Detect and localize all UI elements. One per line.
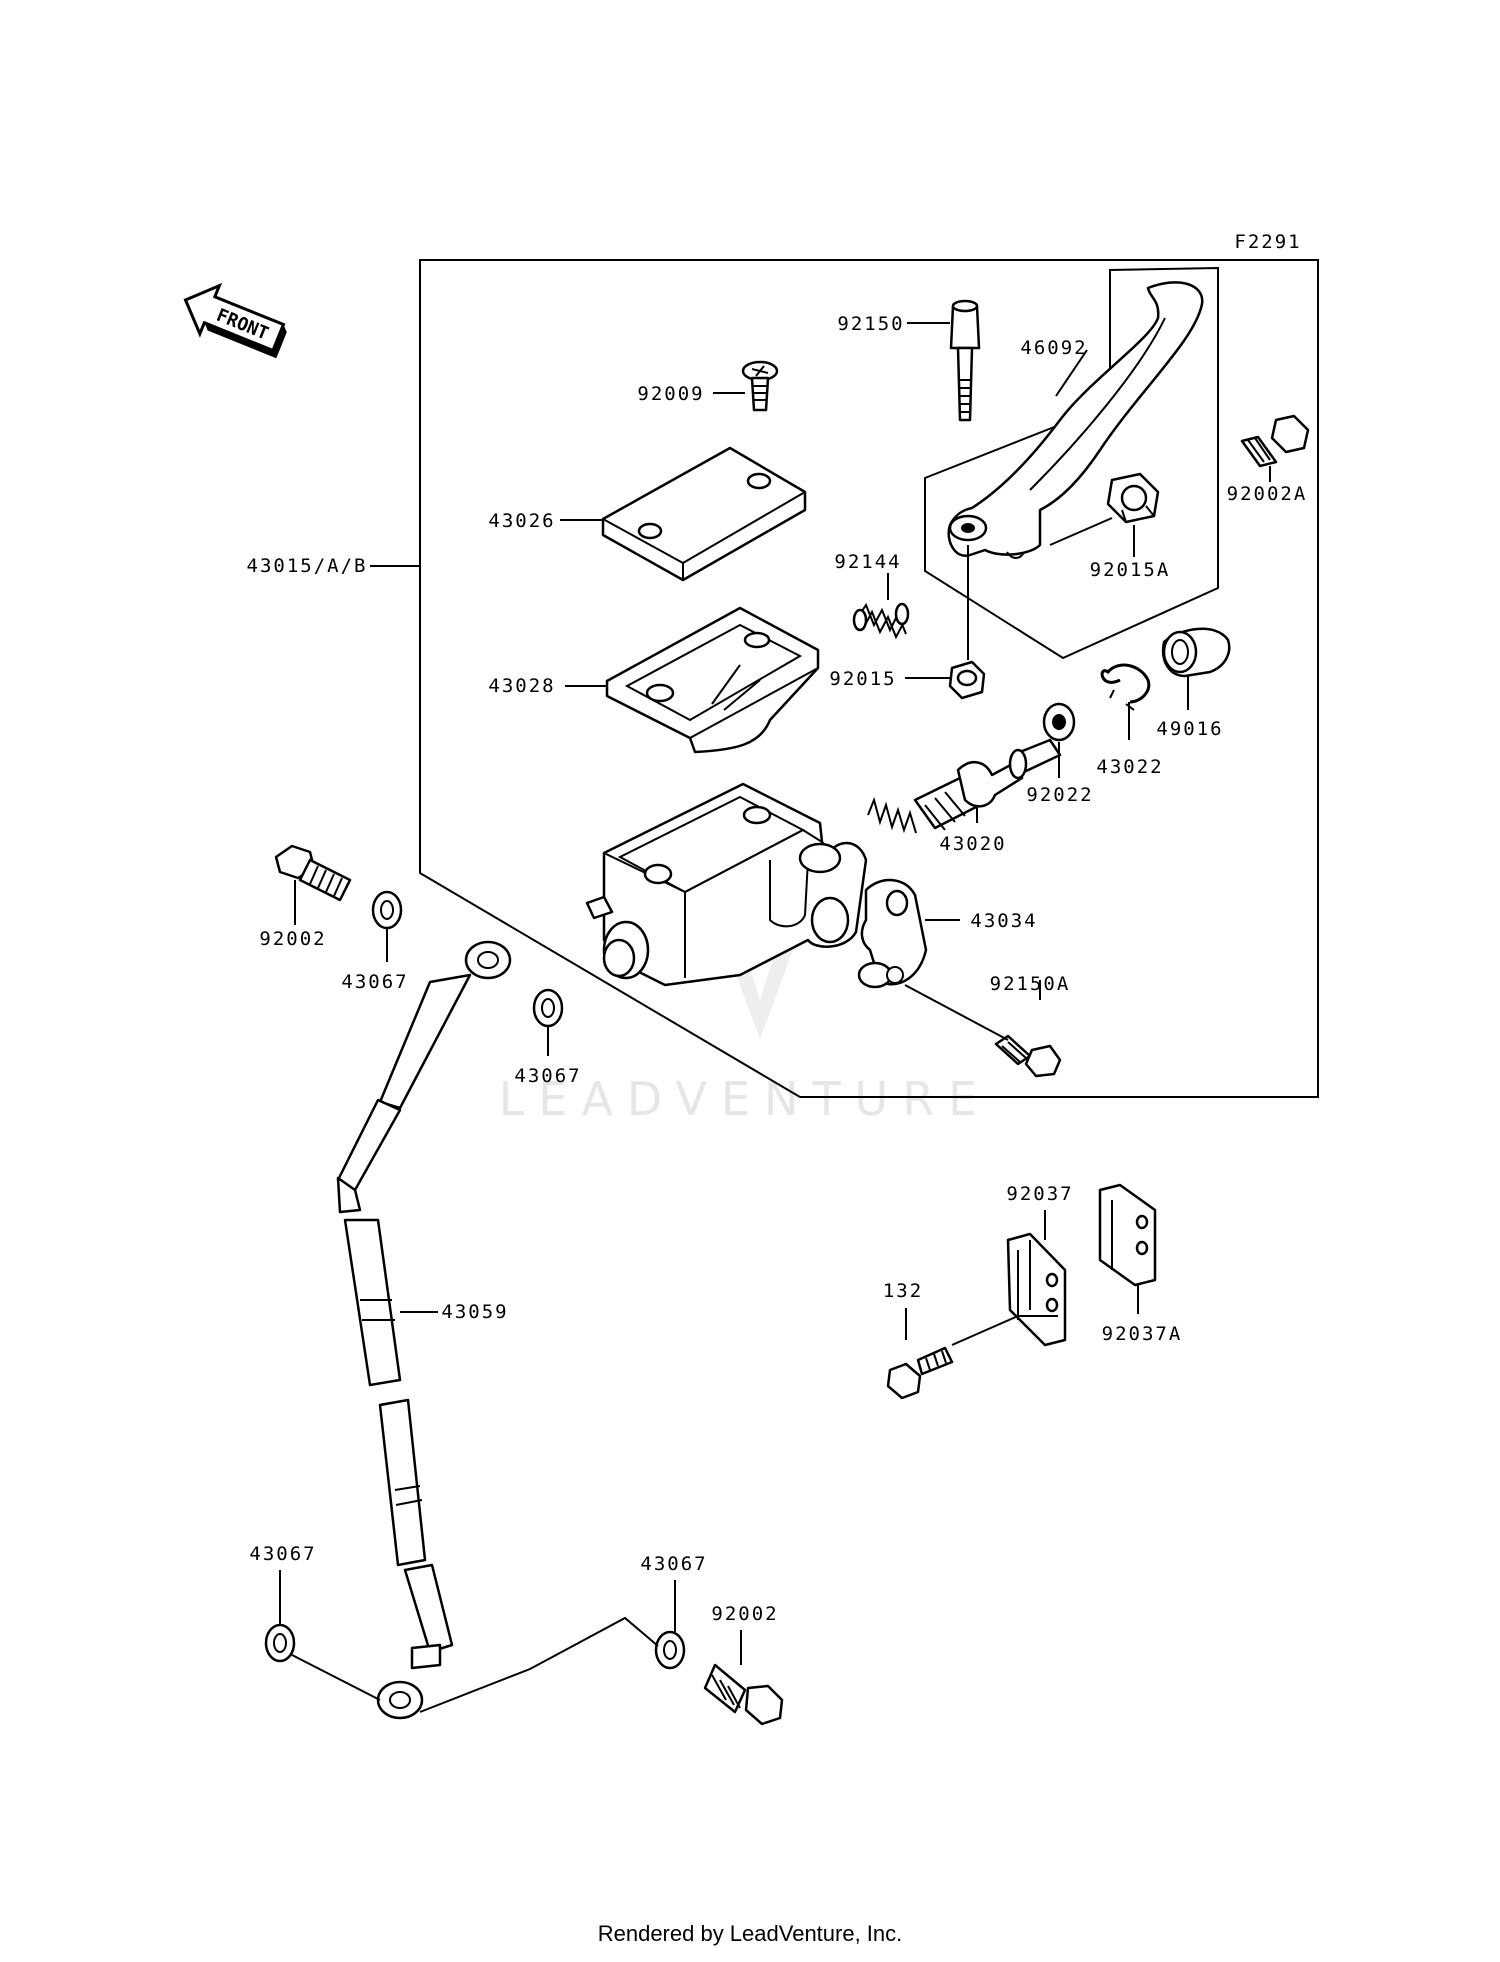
piston-43020 — [867, 738, 1062, 834]
nut-92015 — [948, 660, 986, 700]
bolt-92150 — [949, 299, 981, 422]
label-43067-c: 43067 — [249, 1543, 316, 1565]
washer-43067-d — [654, 1630, 686, 1670]
bolt-92002-bottom — [703, 1663, 784, 1726]
diaphragm-43028 — [605, 606, 820, 754]
label-92015: 92015 — [829, 668, 896, 690]
label-43067-a: 43067 — [341, 971, 408, 993]
washer-43067-c — [264, 1623, 296, 1663]
label-92037A: 92037A — [1102, 1323, 1183, 1345]
label-49016: 49016 — [1156, 718, 1223, 740]
label-43028: 43028 — [488, 675, 555, 697]
label-43020: 43020 — [939, 833, 1006, 855]
front-arrow-icon: FRONT — [183, 282, 287, 359]
bolt-92002-top — [274, 844, 352, 902]
leader-lines — [279, 322, 1271, 1713]
hose-43059 — [336, 940, 512, 1720]
nut-92015A — [1106, 472, 1160, 524]
label-92037: 92037 — [1006, 1183, 1073, 1205]
label-43015: 43015/A/B — [247, 555, 368, 577]
bracket-92037A — [1098, 1183, 1157, 1287]
figure-code: F2291 — [1234, 231, 1301, 253]
label-92015A: 92015A — [1090, 559, 1171, 581]
master-cylinder-body — [585, 782, 868, 987]
cap-43026 — [601, 446, 807, 582]
label-132: 132 — [883, 1280, 923, 1302]
footer-credit: Rendered by LeadVenture, Inc. — [597, 1921, 903, 1946]
label-43022: 43022 — [1096, 756, 1163, 778]
label-43067-b: 43067 — [514, 1065, 581, 1087]
label-92002A: 92002A — [1227, 483, 1308, 505]
washer-43067-a — [371, 890, 403, 930]
circlip-43022 — [1100, 663, 1151, 711]
lever-46092 — [924, 266, 1219, 660]
label-43067-d: 43067 — [640, 1553, 707, 1575]
label-92150A: 92150A — [990, 973, 1071, 995]
part-labels: 92150 46092 92009 92002A 43026 43015/A/B… — [247, 313, 1308, 1625]
label-92150: 92150 — [837, 313, 904, 335]
clamp-43034 — [857, 878, 928, 989]
bracket-92037 — [1006, 1232, 1067, 1347]
label-92009: 92009 — [637, 383, 704, 405]
label-92002-top: 92002 — [259, 928, 326, 950]
label-46092: 46092 — [1020, 337, 1087, 359]
label-43034: 43034 — [970, 910, 1037, 932]
spring-92144 — [852, 602, 910, 640]
label-92022: 92022 — [1026, 784, 1093, 806]
watermark-text: LEADVENTURE — [499, 1072, 992, 1126]
assembly-outline — [419, 259, 1319, 1098]
bolt-132 — [886, 1346, 954, 1400]
label-92002-bottom: 92002 — [711, 1603, 778, 1625]
label-43059: 43059 — [441, 1301, 508, 1323]
washer-92022 — [1042, 702, 1076, 742]
boot-49016 — [1161, 627, 1231, 678]
bolt-92150A — [994, 1034, 1062, 1078]
washer-43067-b — [532, 988, 564, 1028]
label-92144: 92144 — [834, 551, 901, 573]
screw-92009 — [741, 360, 779, 412]
label-43026: 43026 — [488, 510, 555, 532]
bolt-92002A — [1240, 414, 1310, 468]
